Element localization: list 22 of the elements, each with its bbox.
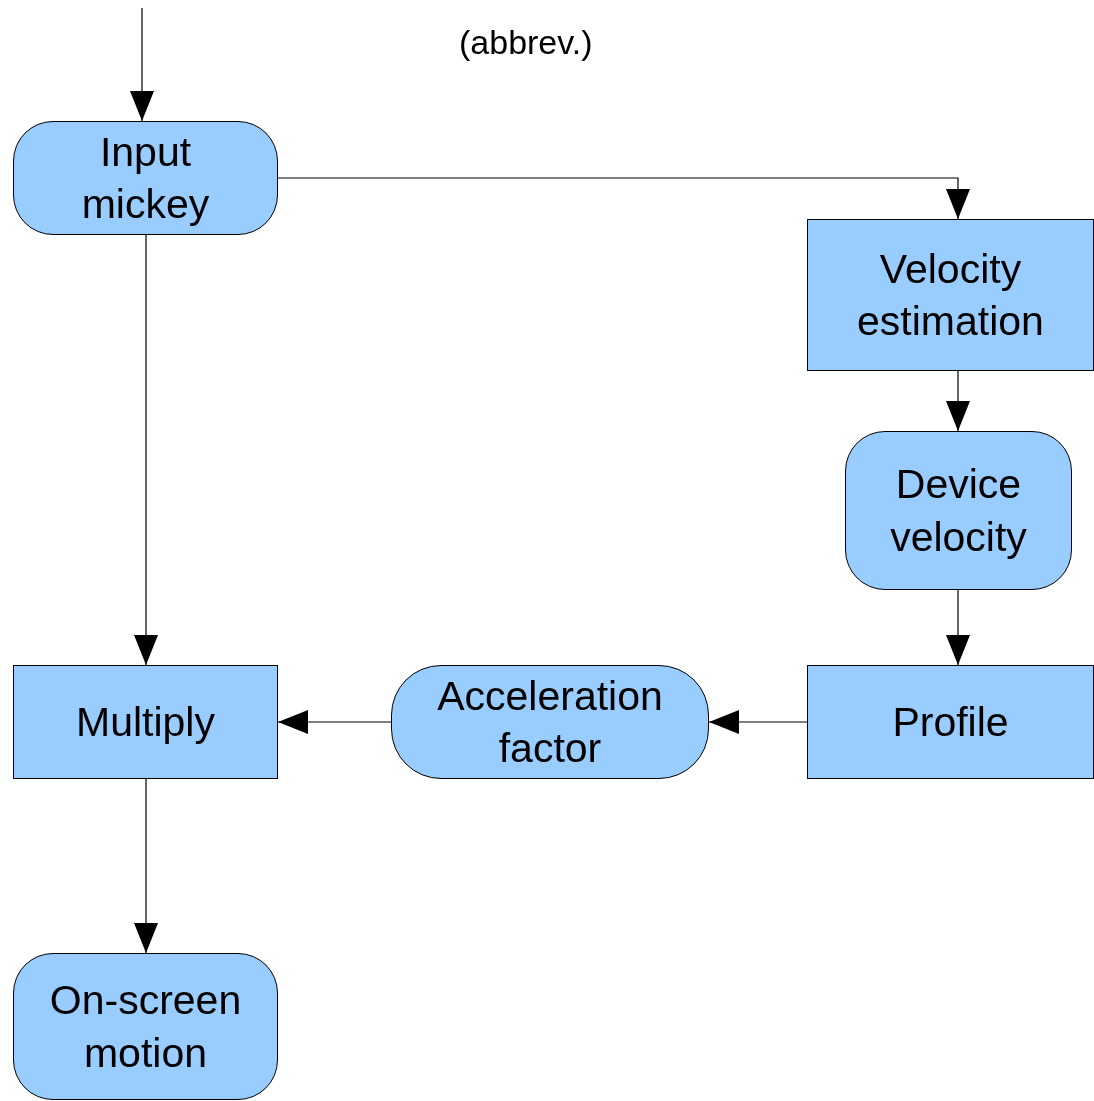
node-text: Profile <box>892 697 1009 747</box>
rounded-process-box <box>13 121 278 235</box>
arrow <box>277 177 970 220</box>
arrow <box>708 710 808 734</box>
arrow <box>130 7 154 122</box>
node-text: Device velocity <box>889 460 1028 562</box>
process-box <box>807 219 1094 371</box>
node-text: Acceleration factor <box>436 671 664 773</box>
arrow <box>134 234 158 666</box>
node-text: On-screen motion <box>48 976 243 1078</box>
arrow <box>277 710 392 734</box>
process-box <box>807 665 1094 779</box>
node-text: Input mickey <box>80 127 211 229</box>
arrow <box>134 778 158 954</box>
process-box <box>13 665 278 779</box>
rounded-process-box <box>845 431 1072 590</box>
arrow <box>946 589 970 666</box>
node-text: Velocity estimation <box>856 244 1045 346</box>
note-text: (abbrev.) <box>459 23 593 62</box>
node-text: Multiply <box>76 697 215 747</box>
rounded-process-box <box>13 953 278 1100</box>
arrow <box>946 370 970 432</box>
